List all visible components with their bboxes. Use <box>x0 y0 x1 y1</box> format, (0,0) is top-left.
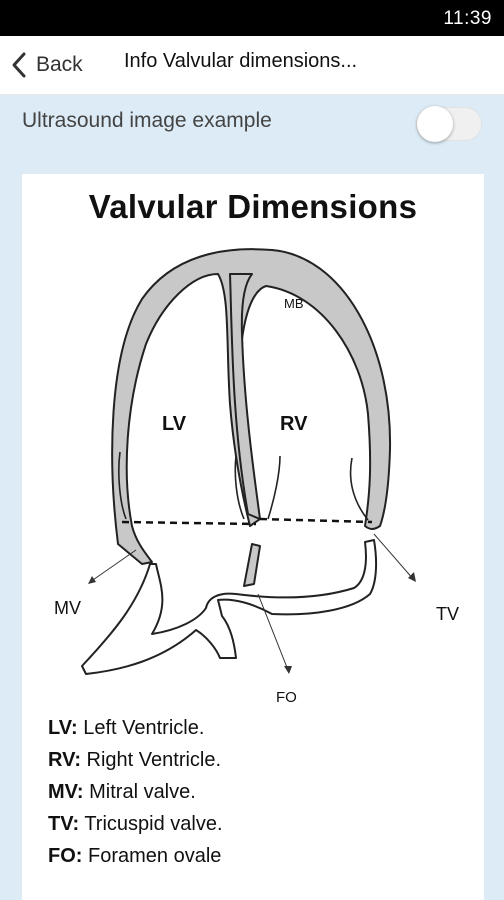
fo-label: FO <box>276 689 297 706</box>
tricuspid-annulus-line <box>259 517 373 524</box>
septum <box>229 273 261 520</box>
tv-pointer <box>373 533 415 581</box>
page-title: Info Valvular dimensions... <box>124 50 358 72</box>
tv-label: TV <box>436 604 459 624</box>
heart-outer-wall <box>111 248 392 565</box>
legend: LV: Left Ventricle. RV: Right Ventricle.… <box>48 712 223 872</box>
tv-arrowhead <box>408 572 416 582</box>
mv-pointer <box>89 549 137 583</box>
back-label: Back <box>36 53 83 76</box>
legend-item-mv: MV: Mitral valve. <box>48 781 196 803</box>
chevron-left-icon <box>12 52 26 78</box>
tricuspid-leaflet-left <box>267 455 281 520</box>
foramen-stub <box>243 543 261 587</box>
mitral-leaflet-left <box>118 451 127 520</box>
atria-outline <box>81 539 378 675</box>
mitral-leaflet-right <box>234 455 245 520</box>
ultrasound-toggle-label: Ultrasound image example <box>22 109 272 132</box>
mv-label: MV <box>54 598 81 618</box>
legend-item-fo: FO: Foramen ovale <box>48 845 222 867</box>
diagram-title: Valvular Dimensions <box>88 188 418 225</box>
mb-label: MB <box>284 296 304 311</box>
fo-arrowhead <box>284 666 292 674</box>
lv-label: LV <box>162 413 187 435</box>
tricuspid-leaflet-right <box>349 457 369 521</box>
mitral-annulus-line <box>121 520 257 526</box>
fo-pointer <box>257 593 289 671</box>
rv-label: RV <box>280 413 308 435</box>
ultrasound-toggle-switch[interactable] <box>416 106 482 142</box>
diagram-card: Valvular Dimensions MB LV RV MV TV FO LV… <box>22 174 484 900</box>
legend-item-lv: LV: Left Ventricle. <box>48 717 205 739</box>
heart-diagram: MB LV RV MV TV FO <box>54 248 459 706</box>
nav-bar: Back Info Valvular dimensions... <box>0 36 504 95</box>
legend-item-tv: TV: Tricuspid valve. <box>48 813 223 835</box>
ultrasound-toggle-row: Ultrasound image example <box>0 95 504 155</box>
back-button[interactable]: Back <box>8 44 98 86</box>
status-time: 11:39 <box>443 8 492 29</box>
mv-arrowhead <box>88 576 96 584</box>
toggle-knob <box>417 106 453 142</box>
status-bar: 11:39 <box>0 0 504 36</box>
legend-item-rv: RV: Right Ventricle. <box>48 749 222 771</box>
